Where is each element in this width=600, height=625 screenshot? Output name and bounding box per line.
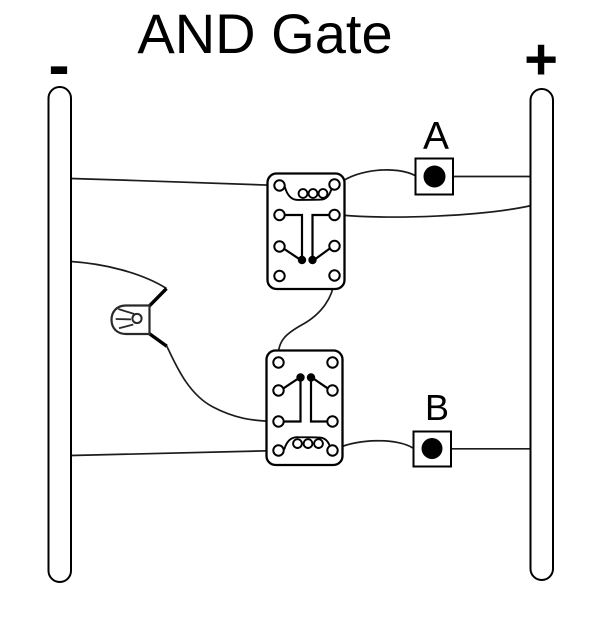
relay-top [266,172,346,291]
relay-bottom-contact-arm-right [309,381,327,423]
button-b-cap[interactable] [421,438,443,459]
relay-top-terminal [328,178,341,191]
relay-bottom-terminal [272,444,285,457]
relay-bottom-terminal [272,384,285,397]
relay-bottom-coil-loop [292,438,303,449]
negative-terminal-label: - [48,29,69,101]
relay-top-terminal [328,269,341,282]
relay-bottom-terminal [326,384,339,397]
lamp [110,287,168,348]
wire-lamp-to-relay2-contact [166,345,274,423]
wire-relay2-coil-to-button-b [337,439,414,450]
relay-top-coil-loop [307,188,319,199]
relay-bottom [265,349,344,467]
wire-relay1-coil-to-button-a [339,169,416,184]
button-b[interactable]: B [412,387,452,468]
relay-top-contact-arm-left [284,213,304,257]
button-b-label: B [425,387,449,428]
wire-negative-to-lamp [70,260,167,290]
lamp-ray-icon [118,308,135,315]
relay-top-contact-point [308,255,317,265]
relay-top-coil-loop [297,188,309,199]
relay-bottom-terminal [326,415,339,428]
relay-bottom-contact-diagonal-right [313,378,329,390]
relay-top-contact-diagonal-right [315,247,331,260]
relay-top-coil-loop [317,188,329,199]
relay-top-terminal [328,239,341,253]
relay-bottom-terminal [326,356,339,369]
relay-bottom-terminal [272,356,285,369]
lamp-lead-bottom [148,332,168,348]
positive-terminal-label: + [524,27,558,92]
wire-negative-to-relay2-coil [70,449,274,457]
wire-negative-to-relay1-coil [70,177,275,187]
button-a[interactable]: A [414,115,454,196]
relay-bottom-contact-point [296,373,305,382]
button-a-label: A [423,115,449,158]
relay-bottom-contact-diagonal-left [282,378,298,390]
relay-bottom-coil-loop [302,438,314,449]
lamp-ray-icon [118,323,134,330]
relay-bottom-terminal [326,444,339,457]
relay-top-contact-diagonal-left [283,248,300,260]
diagram-title: AND Gate [137,2,392,65]
wires [70,169,532,457]
relay-bottom-terminal [272,415,285,428]
relay-top-body [266,172,346,291]
relay-top-terminal [273,269,286,283]
relay-top-contact-point [297,255,307,265]
relay-top-terminal [273,240,286,253]
relay-bottom-contact-arm-left [284,381,302,423]
relay-bottom-coil-loop [313,438,324,449]
wire-relay1-to-relay2 [277,280,336,358]
relay-bottom-contact-point [306,373,316,382]
button-a-cap[interactable] [423,165,446,188]
relay-bottom-body [265,349,344,467]
relay-top-contact-arm-right [311,213,330,257]
relay-top-terminal [273,208,286,222]
wire-relay1-contact-to-positive [339,204,532,218]
lamp-lead-top [148,287,168,307]
relay-top-terminal [328,208,341,222]
lamp-filament-icon [131,312,143,325]
positive-bus-rail [529,88,554,581]
relay-top-terminal [273,179,286,192]
negative-bus-rail [47,86,72,583]
